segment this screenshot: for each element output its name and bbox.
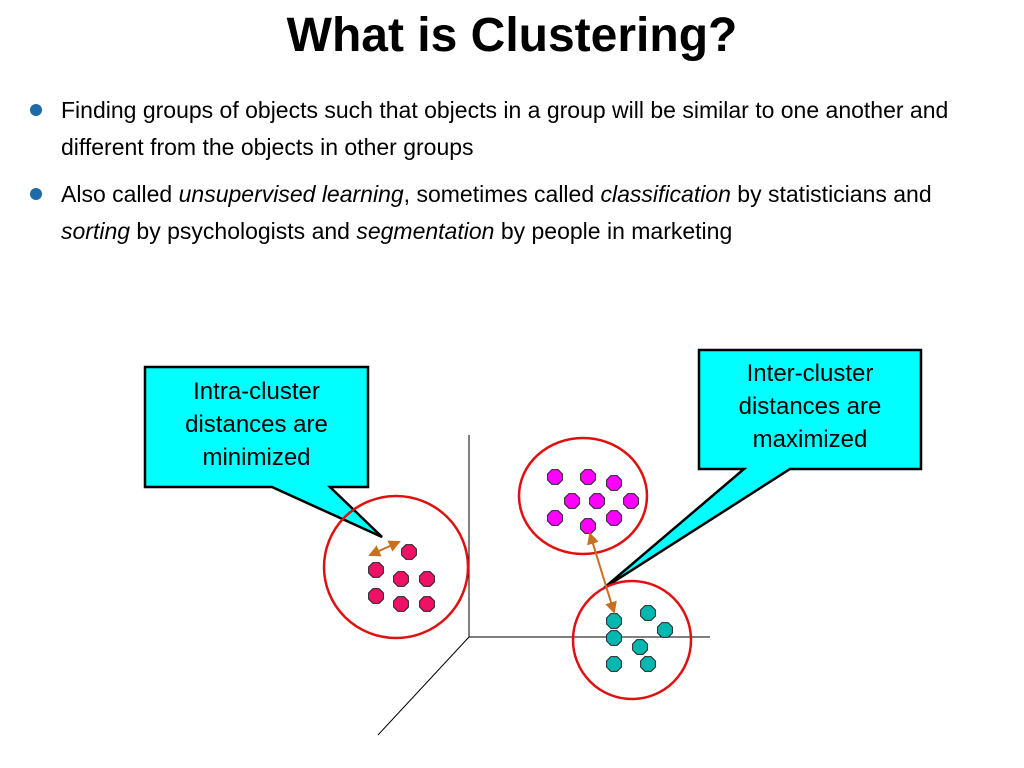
bullet-item: Also called unsupervised learning, somet… [30,176,990,250]
intra-callout-text: Intra-cluster distances are minimized [145,375,368,474]
axes [377,435,710,736]
data-point [401,544,417,560]
cluster-points-teal [606,605,673,672]
cluster-ring-bottom [571,579,693,701]
cluster-ring-left [322,494,470,640]
z-axis-line [377,636,470,736]
data-point [623,493,639,509]
bullet-list: Finding groups of objects such that obje… [30,92,990,260]
callout-line: maximized [752,426,868,453]
bullet-text-part: by people in marketing [494,218,733,244]
data-point [606,613,622,629]
data-point [419,571,435,587]
callout-line: distances are [185,411,328,438]
bullet-dot-icon [30,104,42,116]
bullet-text-part: Also called [61,181,179,207]
callout-line: Inter-cluster [746,360,874,387]
inter-callout-text: Inter-cluster distances are maximized [699,357,921,456]
intra-distance-arrow [368,540,401,557]
term-sorting: sorting [61,218,131,244]
callout-line: Intra-cluster [193,378,320,405]
data-point [419,596,435,612]
data-point [632,639,648,655]
data-point [368,588,384,604]
intra-cluster-callout [143,365,383,539]
inter-cluster-callout [603,348,923,590]
cluster-ring-top [517,436,649,556]
data-point [640,656,656,672]
bullet-dot-icon [30,188,42,200]
data-point [547,469,563,485]
callout-shape [143,365,383,539]
data-point [606,475,622,491]
term-segmentation: segmentation [356,218,495,244]
bullet-item: Finding groups of objects such that obje… [30,92,990,166]
callout-line: minimized [202,444,311,471]
data-point [580,469,596,485]
data-point [580,518,596,534]
bullet-text-part: by psychologists and [130,218,357,244]
data-point [564,493,580,509]
cluster-points-red [368,544,435,612]
term-classification: classification [600,181,731,207]
cluster-points-magenta [547,469,639,534]
bullet-text-part: , sometimes called [403,181,601,207]
data-point [393,596,409,612]
slide-title: What is Clustering? [286,9,738,62]
inter-distance-arrow [587,532,617,614]
data-point [640,605,656,621]
term-unsupervised-learning: unsupervised learning [178,181,404,207]
bullet-text: Finding groups of objects such that obje… [61,97,949,160]
data-point [393,571,409,587]
data-point [368,562,384,578]
bullet-text-part: by statisticians and [730,181,932,207]
data-point [606,656,622,672]
data-point [606,510,622,526]
data-point [547,510,563,526]
data-point [589,493,605,509]
data-point [606,630,622,646]
callout-line: distances are [738,393,882,420]
data-point [657,622,673,638]
callout-shape [603,348,923,590]
